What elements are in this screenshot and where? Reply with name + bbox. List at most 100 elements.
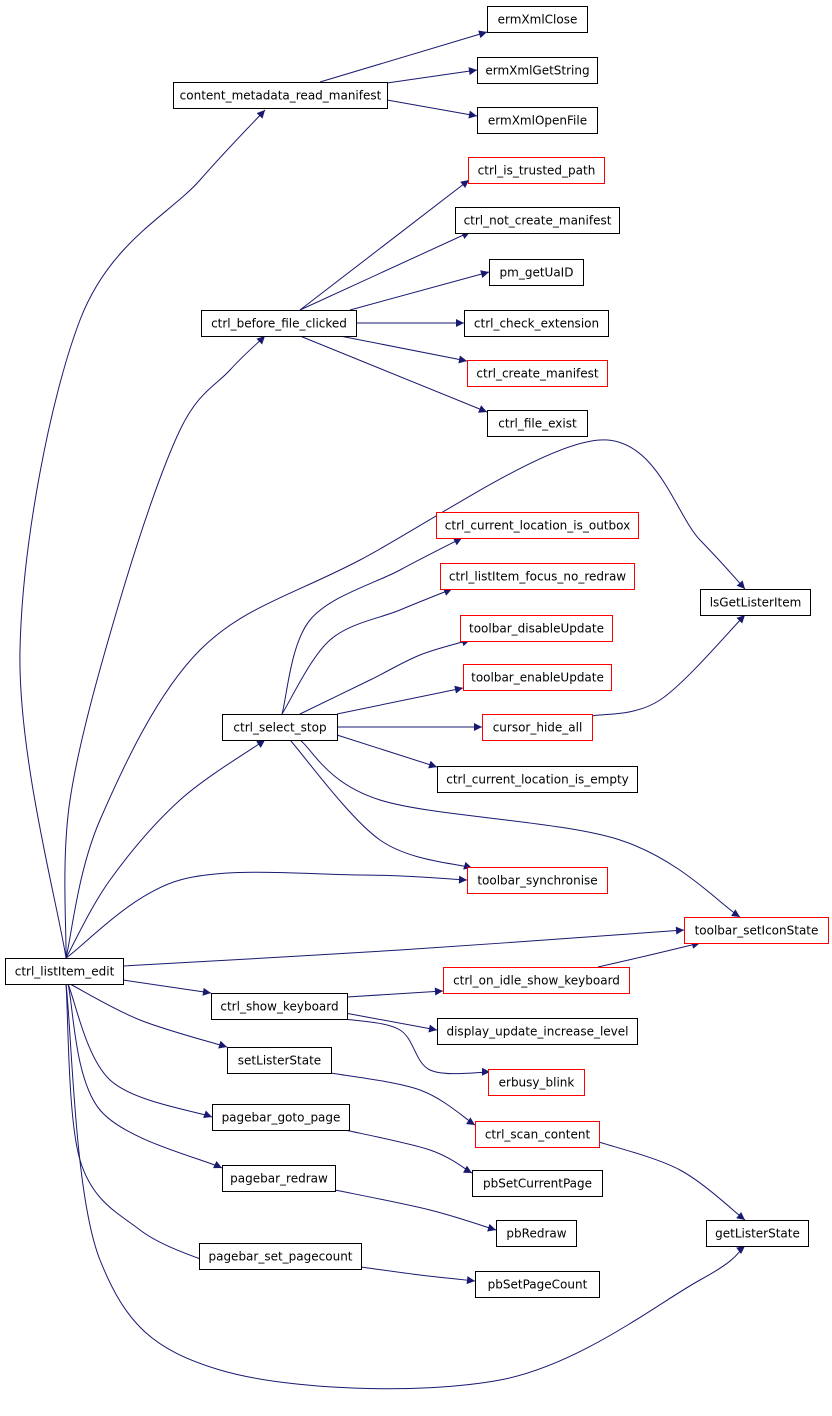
edge-scan-to-getls (598, 1141, 746, 1221)
edge-line (336, 685, 464, 715)
node-box (437, 766, 638, 793)
edge-line (349, 270, 490, 311)
node-xget[interactable]: ermXmlGetString (477, 57, 598, 84)
node-box (440, 563, 635, 590)
edge-line (360, 1266, 476, 1285)
edge-cmrm-to-xget (386, 67, 478, 84)
node-setpc[interactable]: pagebar_set_pagecount (199, 1243, 362, 1270)
edge-line (281, 588, 453, 715)
edge-select-to-tbicon (299, 739, 741, 918)
node-pbred[interactable]: pbRedraw (496, 1220, 577, 1247)
node-box (496, 1220, 577, 1247)
node-idlekb[interactable]: ctrl_on_idle_show_keyboard (443, 967, 630, 994)
edge-root-to-goto (67, 983, 213, 1119)
node-redraw[interactable]: pagebar_redraw (222, 1165, 336, 1192)
node-outbox[interactable]: ctrl_current_location_is_outbox (436, 512, 639, 539)
nodes: ctrl_listItem_edit content_metadata_read_… (5, 6, 829, 1298)
edge-before-to-trust (299, 179, 470, 311)
node-box (201, 310, 357, 337)
node-empty[interactable]: ctrl_current_location_is_empty (437, 766, 638, 793)
edge-line (597, 940, 701, 968)
edge-root-to-redraw (67, 983, 223, 1169)
edge-keyb-to-dispup (344, 1012, 438, 1033)
node-label: ermXmlClose (498, 13, 578, 27)
node-tbicon[interactable]: toolbar_setIconState (684, 917, 829, 944)
node-pmua[interactable]: pm_getUaID (489, 259, 584, 286)
node-label: ctrl_before_file_clicked (211, 317, 347, 331)
node-box (468, 157, 605, 184)
edge-goto-to-pbcur (344, 1129, 473, 1174)
node-select[interactable]: ctrl_select_stop (222, 714, 338, 741)
edge-root-to-tbsync (65, 871, 468, 959)
node-notcm[interactable]: ctrl_not_create_manifest (455, 207, 620, 234)
node-tbsync[interactable]: toolbar_synchronise (467, 867, 608, 894)
edge-root-to-setpc (65, 983, 217, 1266)
node-label: pbSetPageCount (488, 1278, 588, 1292)
node-xclose[interactable]: ermXmlClose (487, 6, 588, 33)
node-fexist[interactable]: ctrl_file_exist (487, 410, 588, 437)
edge-line (289, 739, 473, 870)
edge-cmrm-to-xopen (386, 99, 478, 119)
node-label: toolbar_synchronise (477, 874, 597, 888)
edge-root-to-cmrm (19, 109, 266, 959)
node-scan[interactable]: ctrl_scan_content (475, 1121, 600, 1148)
edge-line (344, 1018, 491, 1076)
node-label: toolbar_setIconState (695, 924, 819, 938)
node-focus[interactable]: ctrl_listItem_focus_no_redraw (440, 563, 635, 590)
node-setls[interactable]: setListerState (227, 1047, 332, 1074)
edge-keyb-to-idlekb (346, 987, 444, 998)
edge-root-to-select (65, 739, 266, 959)
node-label: ctrl_select_stop (233, 721, 326, 735)
node-box (472, 1170, 603, 1197)
node-label: lsGetListerItem (710, 596, 802, 610)
node-trust[interactable]: ctrl_is_trusted_path (468, 157, 605, 184)
node-label: pagebar_goto_page (222, 1111, 341, 1125)
node-label: toolbar_enableUpdate (471, 671, 604, 685)
node-ext[interactable]: ctrl_check_extension (464, 310, 609, 337)
edge-line (319, 30, 488, 83)
node-getls[interactable]: getListerState (706, 1220, 809, 1247)
edge-line (299, 231, 471, 311)
node-blink[interactable]: erbusy_blink (488, 1069, 585, 1096)
node-label: pm_getUaID (500, 266, 574, 280)
node-goto[interactable]: pagebar_goto_page (212, 1104, 350, 1131)
node-lsget[interactable]: lsGetListerItem (700, 589, 811, 616)
node-label: ctrl_listItem_edit (15, 965, 115, 979)
node-xopen[interactable]: ermXmlOpenFile (477, 107, 598, 134)
node-cmrm[interactable]: content_metadata_read_manifest (173, 82, 388, 109)
node-label: ctrl_scan_content (485, 1128, 591, 1142)
node-cursor[interactable]: cursor_hide_all (482, 714, 593, 741)
node-box (463, 664, 612, 691)
node-label: ctrl_not_create_manifest (464, 214, 612, 228)
node-root[interactable]: ctrl_listItem_edit (5, 958, 124, 985)
node-crm[interactable]: ctrl_create_manifest (467, 360, 608, 387)
edge-line (65, 983, 217, 1266)
node-before[interactable]: ctrl_before_file_clicked (201, 310, 357, 337)
node-box (487, 410, 588, 437)
edge-before-to-crm (339, 335, 468, 364)
edge-line (299, 179, 470, 311)
edge-root-to-keyb (122, 979, 212, 996)
node-label: ermXmlGetString (485, 64, 589, 78)
node-box (437, 1018, 638, 1045)
edge-line (344, 1129, 473, 1174)
node-tbdis[interactable]: toolbar_disableUpdate (460, 615, 613, 642)
edge-line (65, 983, 746, 1390)
node-dispup[interactable]: display_update_increase_level (437, 1018, 638, 1045)
node-tben[interactable]: toolbar_enableUpdate (463, 664, 612, 691)
edge-line (67, 983, 213, 1119)
node-pbcur[interactable]: pbSetCurrentPage (472, 1170, 603, 1197)
edge-line (598, 1141, 746, 1221)
edge-setpc-to-pbpc (360, 1266, 476, 1285)
edge-root-to-lsget (65, 439, 746, 959)
edge-line (65, 439, 746, 959)
node-keyb[interactable]: ctrl_show_keyboard (211, 993, 348, 1020)
edge-line (122, 926, 685, 967)
node-pbpc[interactable]: pbSetPageCount (475, 1271, 600, 1298)
node-box (489, 259, 584, 286)
node-box (488, 1069, 585, 1096)
edge-root-to-tbicon (122, 926, 685, 967)
node-box (212, 1104, 350, 1131)
node-label: pbSetCurrentPage (483, 1177, 592, 1191)
